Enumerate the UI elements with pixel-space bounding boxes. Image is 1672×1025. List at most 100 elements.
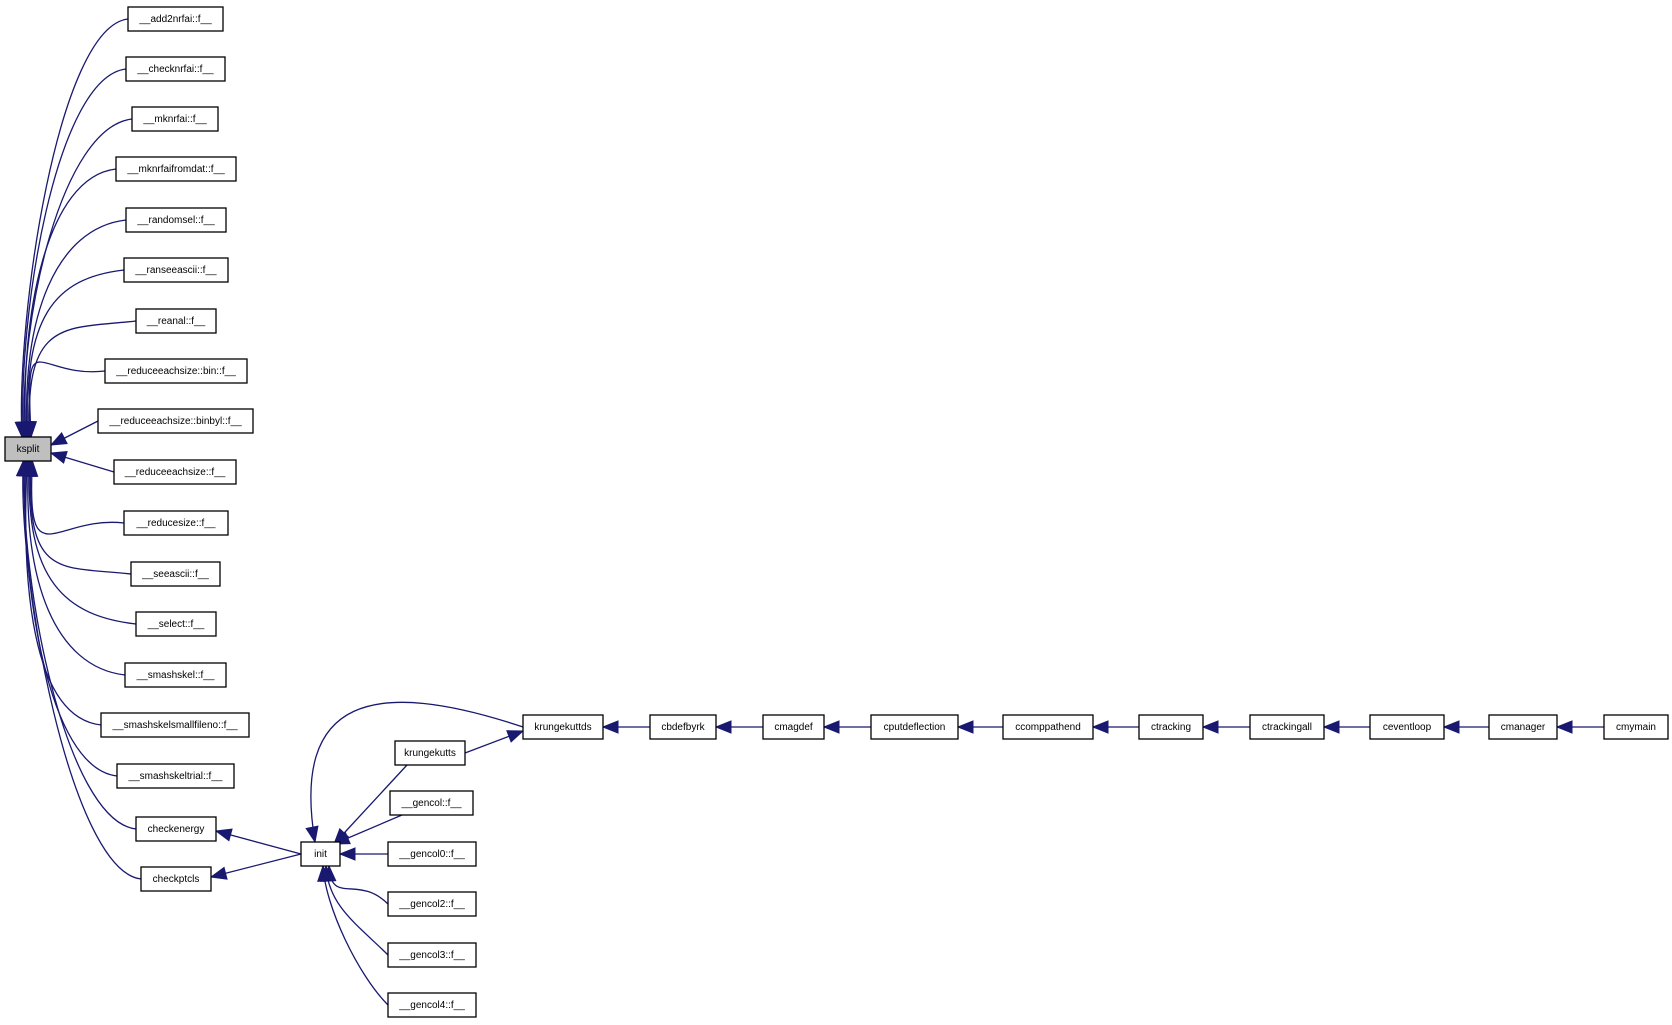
node-ksplit[interactable]: ksplit xyxy=(4,436,52,462)
node-checknrfai-f-box xyxy=(125,56,226,82)
edge-cputdeflection-to-cmagdef-arrowhead xyxy=(822,720,840,734)
node-select-f-label: __select::f__ xyxy=(147,619,205,630)
node-reanal-f[interactable]: __reanal::f__ xyxy=(135,308,217,334)
node-reduceeachsize-bin-f-label: __reduceeachsize::bin::f__ xyxy=(115,366,236,377)
node-chain-ctracking[interactable]: ctracking xyxy=(1138,714,1204,740)
node-checkenergy-box xyxy=(135,816,217,842)
node-reduceeachsize-binbyl-f[interactable]: __reduceeachsize::binbyl::f__ xyxy=(97,408,254,434)
node-reduceeachsize-bin-f[interactable]: __reduceeachsize::bin::f__ xyxy=(104,358,248,384)
edges-layer xyxy=(14,18,1604,1006)
edge-ctracking-to-ccomppathend-arrowhead xyxy=(1091,720,1109,734)
node-chain-cbdefbyrk-box xyxy=(649,714,717,740)
node-seeascii-f[interactable]: __seeascii::f__ xyxy=(130,561,221,587)
node-smashskeltrial-f[interactable]: __smashskeltrial::f__ xyxy=(116,763,235,789)
node-gencol-f-label: __gencol::f__ xyxy=(400,798,461,809)
node-reduceeachsize-binbyl-f-label: __reduceeachsize::binbyl::f__ xyxy=(108,416,242,427)
node-gencol0-f[interactable]: __gencol0::f__ xyxy=(387,841,477,867)
edge-smashskelsmallfileno-f-to-ksplit xyxy=(25,460,102,726)
edge-ccomppathend-to-cputdeflection-arrowhead xyxy=(956,720,974,734)
node-gencol0-f-label: __gencol0::f__ xyxy=(398,849,465,860)
node-gencol-f[interactable]: __gencol::f__ xyxy=(389,790,474,816)
node-reducesize-f[interactable]: __reducesize::f__ xyxy=(123,510,229,536)
node-ranseeascii-f[interactable]: __ranseeascii::f__ xyxy=(123,257,229,283)
node-checkenergy-label: checkenergy xyxy=(148,824,205,835)
node-checkptcls[interactable]: checkptcls xyxy=(140,866,212,892)
edge-gencol4-f-to-init xyxy=(322,865,389,1006)
node-gencol2-f[interactable]: __gencol2::f__ xyxy=(387,891,477,917)
node-chain-ctrackingall[interactable]: ctrackingall xyxy=(1249,714,1325,740)
node-chain-cputdeflection[interactable]: cputdeflection xyxy=(870,714,959,740)
edge-cbdefbyrk-to-krungekuttds-arrowhead xyxy=(601,720,619,734)
edge-gencol2-f-to-init xyxy=(328,865,389,905)
edge-cmagdef-to-cbdefbyrk-arrowhead xyxy=(714,720,732,734)
node-chain-cmagdef[interactable]: cmagdef xyxy=(762,714,825,740)
node-gencol2-f-label: __gencol2::f__ xyxy=(398,899,465,910)
node-reducesize-f-box xyxy=(123,510,229,536)
node-mknrfaifromdat-f[interactable]: __mknrfaifromdat::f__ xyxy=(115,156,237,182)
edge-gencol0-f-to-init-arrowhead xyxy=(338,847,356,861)
node-add2nrfai-f-label: __add2nrfai::f__ xyxy=(138,14,212,25)
node-reduceeachsize-binbyl-f-box xyxy=(97,408,254,434)
node-gencol4-f-box xyxy=(387,992,477,1018)
node-checkptcls-box xyxy=(140,866,212,892)
node-seeascii-f-box xyxy=(130,561,221,587)
node-select-f[interactable]: __select::f__ xyxy=(135,611,217,637)
edge-reduceeachsize-f-to-ksplit-arrowhead xyxy=(49,451,68,464)
node-checknrfai-f-label: __checknrfai::f__ xyxy=(136,64,214,75)
edge-ctrackingall-to-ctracking-arrowhead xyxy=(1201,720,1219,734)
node-reduceeachsize-bin-f-box xyxy=(104,358,248,384)
node-checkenergy[interactable]: checkenergy xyxy=(135,816,217,842)
node-chain-ctrackingall-label: ctrackingall xyxy=(1262,722,1312,733)
node-chain-ccomppathend[interactable]: ccomppathend xyxy=(1002,714,1094,740)
node-chain-cputdeflection-label: cputdeflection xyxy=(884,722,946,733)
edge-gencol-f-to-init-arrowhead xyxy=(332,831,351,845)
node-chain-cmanager-box xyxy=(1488,714,1558,740)
edge-add2nrfai-f-to-ksplit xyxy=(20,18,129,438)
node-chain-cmymain[interactable]: cmymain xyxy=(1603,714,1669,740)
node-init[interactable]: init xyxy=(300,841,341,867)
edge-select-f-to-ksplit xyxy=(28,460,137,625)
node-gencol4-f[interactable]: __gencol4::f__ xyxy=(387,992,477,1018)
node-chain-ceventloop[interactable]: ceventloop xyxy=(1369,714,1445,740)
node-chain-cmanager[interactable]: cmanager xyxy=(1488,714,1558,740)
node-mknrfai-f[interactable]: __mknrfai::f__ xyxy=(131,106,219,132)
edge-krungekuttds-to-krungekutts-arrowhead xyxy=(506,730,525,743)
node-chain-ccomppathend-label: ccomppathend xyxy=(1015,722,1081,733)
edge-krungekuttds-to-init-arrowhead xyxy=(305,825,319,844)
node-add2nrfai-f-box xyxy=(127,6,224,32)
node-chain-krungekuttds[interactable]: krungekuttds xyxy=(522,714,604,740)
edge-ranseeascii-f-to-ksplit xyxy=(27,269,125,438)
node-checknrfai-f[interactable]: __checknrfai::f__ xyxy=(125,56,226,82)
node-ksplit-label: ksplit xyxy=(17,444,40,455)
edge-reduceeachsize-bin-f-to-ksplit-arrowhead xyxy=(23,421,38,439)
nodes-layer: ksplit __add2nrfai::f____checknrfai::f___… xyxy=(4,6,1669,1018)
node-reduceeachsize-f[interactable]: __reduceeachsize::f__ xyxy=(113,459,237,485)
edge-checkptcls-to-ksplit xyxy=(22,460,142,880)
node-chain-cputdeflection-box xyxy=(870,714,959,740)
node-init-label: init xyxy=(314,849,327,860)
node-randomsel-f[interactable]: __randomsel::f__ xyxy=(125,207,227,233)
node-krungekutts[interactable]: krungekutts xyxy=(394,740,466,766)
node-chain-cbdefbyrk[interactable]: cbdefbyrk xyxy=(649,714,717,740)
node-mknrfaifromdat-f-label: __mknrfaifromdat::f__ xyxy=(126,164,225,175)
node-chain-cmymain-box xyxy=(1603,714,1669,740)
node-chain-krungekuttds-box xyxy=(522,714,604,740)
node-gencol3-f-label: __gencol3::f__ xyxy=(398,950,465,961)
node-ksplit-box xyxy=(4,436,52,462)
node-mknrfaifromdat-f-box xyxy=(115,156,237,182)
node-chain-cmanager-label: cmanager xyxy=(1501,722,1546,733)
edge-cmanager-to-ceventloop-arrowhead xyxy=(1442,720,1460,734)
node-smashskel-f[interactable]: __smashskel::f__ xyxy=(124,662,227,688)
node-smashskelsmallfileno-f[interactable]: __smashskelsmallfileno::f__ xyxy=(100,712,250,738)
node-krungekutts-label: krungekutts xyxy=(404,748,456,759)
node-checkptcls-label: checkptcls xyxy=(153,874,200,885)
node-gencol2-f-box xyxy=(387,891,477,917)
node-chain-ceventloop-box xyxy=(1369,714,1445,740)
edge-checkptcls-to-ksplit-arrowhead xyxy=(15,459,30,477)
node-chain-cmymain-label: cmymain xyxy=(1616,722,1656,733)
node-gencol3-f[interactable]: __gencol3::f__ xyxy=(387,942,477,968)
edge-checkenergy-to-ksplit xyxy=(23,460,137,830)
node-add2nrfai-f[interactable]: __add2nrfai::f__ xyxy=(127,6,224,32)
node-init-box xyxy=(300,841,341,867)
